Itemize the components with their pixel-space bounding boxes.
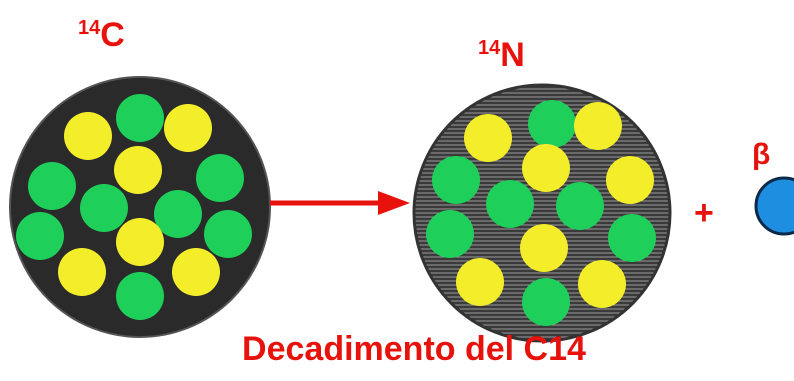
beta-label: β: [752, 138, 771, 171]
decay-arrow-icon: [270, 191, 410, 215]
proton: [172, 248, 220, 296]
proton: [606, 156, 654, 204]
proton: [58, 248, 106, 296]
neutron: [556, 182, 604, 230]
neutron: [426, 210, 474, 258]
neutron: [528, 100, 576, 148]
carbon-14-nucleus-icon: [9, 76, 271, 338]
carbon-mass-number: 14: [78, 17, 101, 39]
beta-particle-icon: [754, 176, 794, 236]
proton: [522, 144, 570, 192]
neutron: [196, 154, 244, 202]
carbon-14-label: 14C: [78, 18, 125, 52]
diagram-caption: Decadimento del C14: [242, 330, 586, 368]
neutron: [154, 190, 202, 238]
proton: [578, 260, 626, 308]
neutron: [116, 94, 164, 142]
neutron: [432, 156, 480, 204]
nitrogen-symbol: N: [500, 36, 525, 74]
neutron: [522, 278, 570, 326]
nitrogen-14-label: 14N: [478, 38, 525, 72]
neutron: [204, 210, 252, 258]
neutron: [486, 180, 534, 228]
neutron: [16, 212, 64, 260]
neutron: [80, 184, 128, 232]
proton: [574, 102, 622, 150]
proton: [456, 258, 504, 306]
nitrogen-mass-number: 14: [478, 37, 501, 59]
proton: [520, 224, 568, 272]
carbon-symbol: C: [100, 16, 125, 54]
proton: [64, 112, 112, 160]
neutron: [28, 162, 76, 210]
neutron: [608, 214, 656, 262]
proton: [114, 146, 162, 194]
nitrogen-14-nucleus-icon: [412, 83, 672, 343]
proton: [164, 104, 212, 152]
plus-sign: +: [694, 194, 714, 232]
proton: [116, 218, 164, 266]
neutron: [116, 272, 164, 320]
proton: [464, 114, 512, 162]
